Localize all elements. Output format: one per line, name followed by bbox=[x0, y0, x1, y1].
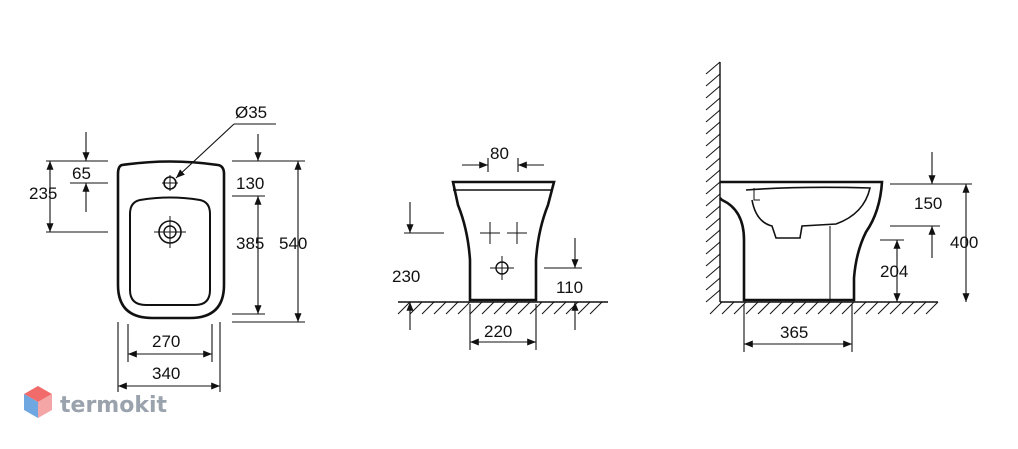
side-view: 80 230 110 220 bbox=[392, 144, 608, 350]
floor-hatch bbox=[397, 301, 603, 315]
hole-leader-arrow bbox=[175, 123, 235, 179]
front-view: Ø35 65 235 130 385 540 270 340 bbox=[29, 103, 307, 392]
dim-220-label: 220 bbox=[484, 322, 512, 341]
dim-130-label: 130 bbox=[236, 174, 264, 193]
brand-name: termokit bbox=[60, 393, 167, 418]
bidet-bowl-outline bbox=[129, 196, 211, 306]
drain-hole-icon bbox=[154, 216, 186, 248]
dim-65-label: 65 bbox=[72, 164, 91, 183]
dim-400-label: 400 bbox=[950, 233, 978, 252]
dim-365-label: 365 bbox=[780, 323, 808, 342]
dim-150-label: 150 bbox=[914, 194, 942, 213]
dim-385-label: 385 bbox=[236, 234, 264, 253]
cube-icon bbox=[24, 386, 52, 418]
bidet-profile-outline bbox=[719, 180, 884, 302]
dim-110-label: 110 bbox=[556, 278, 583, 297]
dim-270-label: 270 bbox=[152, 332, 180, 351]
bidet-inner-contour bbox=[745, 186, 871, 239]
dim-540-label: 540 bbox=[279, 234, 307, 253]
fixing-hole-marks bbox=[480, 222, 527, 280]
dim-340-label: 340 bbox=[152, 364, 180, 383]
dim-235-label: 235 bbox=[29, 184, 57, 203]
termokit-logo: termokit bbox=[24, 386, 167, 418]
wall-hatch bbox=[705, 61, 721, 303]
dim-204-label: 204 bbox=[880, 262, 908, 281]
dim-80-label: 80 bbox=[490, 144, 509, 163]
profile-view: 150 400 204 365 bbox=[705, 61, 978, 352]
hole-diameter-label: Ø35 bbox=[235, 103, 267, 122]
tap-hole-icon bbox=[162, 175, 178, 191]
dim-230-label: 230 bbox=[392, 267, 420, 286]
bidet-top-outline bbox=[116, 160, 226, 320]
bidet-side-outline bbox=[451, 180, 556, 302]
